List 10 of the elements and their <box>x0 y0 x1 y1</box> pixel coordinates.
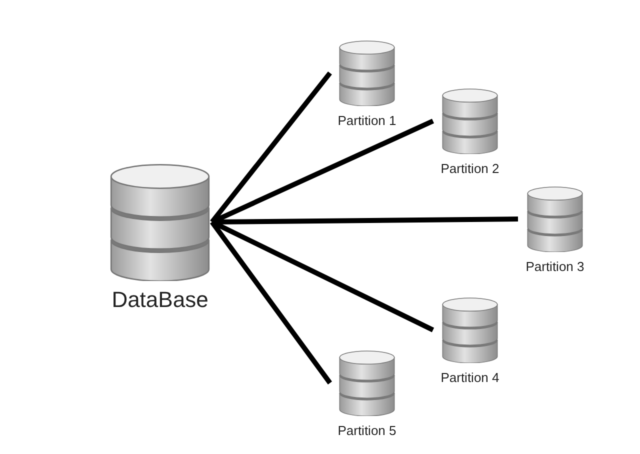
connector-line <box>210 71 332 224</box>
connector-line <box>210 118 434 224</box>
node-label: DataBase <box>112 289 208 311</box>
connector-line <box>210 220 434 332</box>
connector-line <box>210 220 332 384</box>
node-label: Partition 5 <box>338 424 396 437</box>
node-label: Partition 4 <box>440 371 500 384</box>
node-label: Partition 1 <box>338 114 396 127</box>
node-label: Partition 2 <box>440 162 500 175</box>
node-label: Partition 3 <box>526 260 584 273</box>
